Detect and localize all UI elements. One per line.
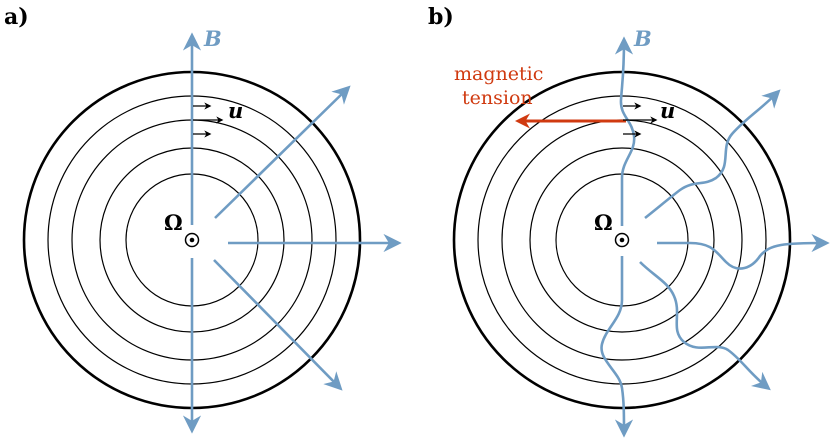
panel-a-label: a) bbox=[4, 4, 29, 30]
panel-b-flow-circle-3 bbox=[529, 147, 715, 333]
panel-b-velocity-arrows bbox=[623, 102, 658, 138]
panel-a-field-line-upright bbox=[214, 85, 351, 219]
panel-b-tension-label-line1: magnetic bbox=[454, 63, 543, 85]
panel-b-field-line-down bbox=[600, 256, 634, 438]
panel-a-rotation-axis-dot bbox=[189, 237, 195, 243]
panel-a-velocity-arrows bbox=[193, 102, 224, 138]
panel-b-field-line-upright bbox=[644, 89, 781, 220]
panel-b-field-line-right bbox=[657, 233, 830, 270]
panel-b-field-label: B bbox=[633, 26, 652, 51]
panel-b-field-line-up bbox=[614, 36, 636, 226]
panel-a-field-line-downright bbox=[213, 259, 343, 391]
panel-b: b) Ω B magnetic tension u bbox=[428, 4, 830, 438]
panel-a: a) Ω B u bbox=[4, 4, 402, 434]
panel-b-rotation-axis-dot bbox=[619, 237, 625, 243]
panel-a-field-label: B bbox=[203, 26, 222, 51]
panel-a-rotation-label: Ω bbox=[164, 210, 183, 235]
panel-a-velocity-label: u bbox=[228, 98, 243, 123]
panel-b-tension-label-line2: tension bbox=[462, 87, 533, 109]
panel-b-velocity-label: u bbox=[660, 98, 675, 123]
panel-b-label: b) bbox=[428, 4, 454, 30]
panel-b-field-line-downright bbox=[639, 261, 771, 391]
panel-b-rotation-label: Ω bbox=[594, 210, 613, 235]
panel-a-field-lines bbox=[182, 32, 402, 434]
